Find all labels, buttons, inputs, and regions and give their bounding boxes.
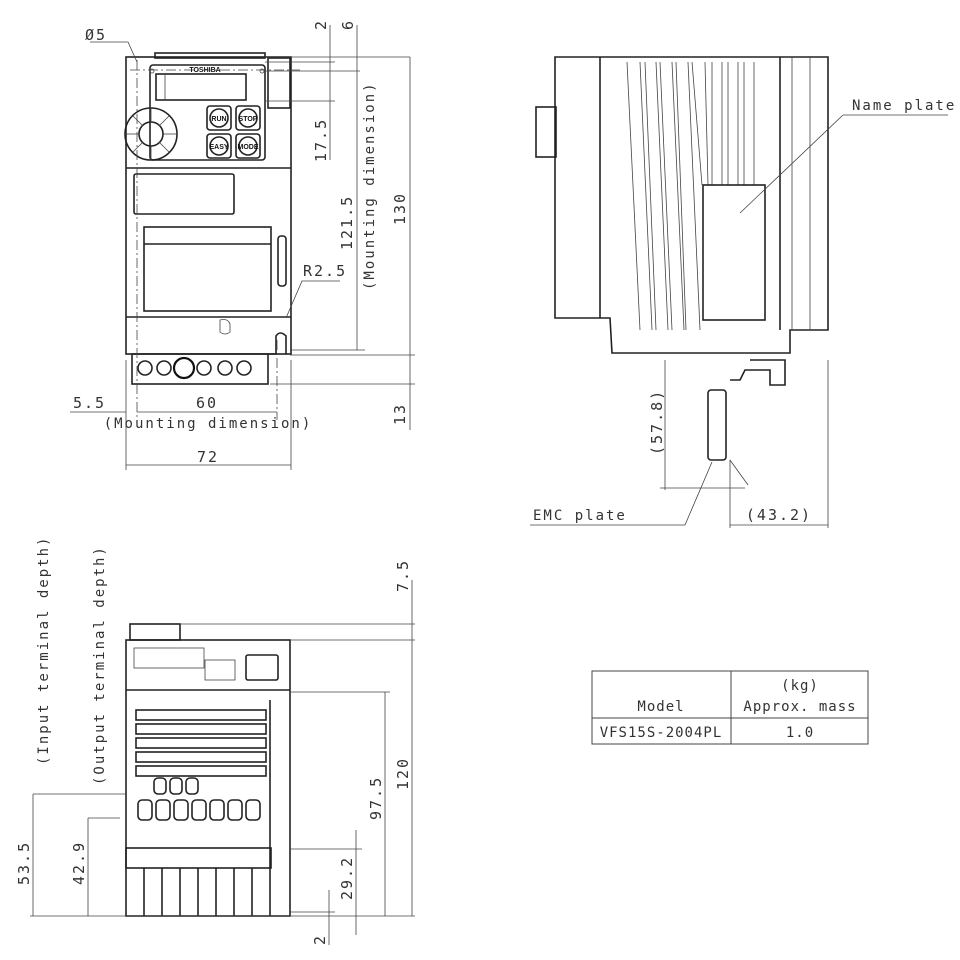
stop-button-label: STOP xyxy=(239,116,258,123)
callout-emc-plate: EMC plate xyxy=(533,508,627,524)
brand-logo: TOSHIBA xyxy=(189,67,220,74)
dim-emc-depth: (43.2) xyxy=(746,506,812,524)
dim-total-width: 72 xyxy=(197,448,219,466)
dim-side-offset: 5.5 xyxy=(73,394,106,412)
dim-input-terminal-depth: 53.5 xyxy=(15,841,33,885)
dim-top-offset: 7.5 xyxy=(394,559,412,592)
dim-upper-height: 97.5 xyxy=(367,776,385,820)
dim-mounting-height: 121.5 xyxy=(338,195,356,250)
dim-output-terminal-depth: 42.9 xyxy=(70,841,88,885)
dim-total-height: 130 xyxy=(391,192,409,225)
dim-bottom-total-height: 120 xyxy=(394,757,412,790)
dim-corner-radius: R2.5 xyxy=(303,262,347,280)
table-header-unit: (kg) xyxy=(781,678,819,694)
front-view: TOSHIBA RUN STOP EASY MODE xyxy=(70,19,415,470)
side-view: Name plate EMC plate (57.8) (43.2) xyxy=(530,56,956,528)
dim-emc-height: (57.8) xyxy=(648,389,666,455)
mass-table: Model (kg) Approx. mass VFS15S-2004PL 1.… xyxy=(591,670,869,745)
dim-bottom-offset: 2 xyxy=(311,934,329,945)
callout-name-plate: Name plate xyxy=(852,98,956,114)
emc-plate xyxy=(707,389,727,461)
dim-lower-height: 29.2 xyxy=(338,856,356,900)
dim-mounting-width: 60 xyxy=(196,394,218,412)
table-header-model: Model xyxy=(637,699,684,715)
dim-panel-height: 17.5 xyxy=(312,118,330,162)
output-terminal-label: (Output terminal depth) xyxy=(92,545,108,785)
dim-bottom-offset: 13 xyxy=(391,403,409,425)
mode-button-label: MODE xyxy=(238,144,259,151)
dim-hole-diameter: Ø5 xyxy=(85,26,107,44)
dim-top-offset-1: 2 xyxy=(312,19,330,30)
bottom-view: 7.5 120 97.5 29.2 2 53.5 (Input terminal… xyxy=(15,536,415,945)
dim-top-offset-2: 6 xyxy=(339,19,357,30)
dim-mounting-width-note: (Mounting dimension) xyxy=(104,416,313,432)
run-button-label: RUN xyxy=(211,116,226,123)
table-cell-model: VFS15S-2004PL xyxy=(600,725,723,741)
table-header-mass: Approx. mass xyxy=(743,699,856,715)
dim-mounting-height-note: (Mounting dimension) xyxy=(362,81,378,290)
easy-button-label: EASY xyxy=(209,144,228,151)
table-cell-mass: 1.0 xyxy=(786,725,814,741)
ethernet-port xyxy=(245,654,279,681)
input-terminal-label: (Input terminal depth) xyxy=(36,536,52,765)
name-plate xyxy=(702,184,766,321)
